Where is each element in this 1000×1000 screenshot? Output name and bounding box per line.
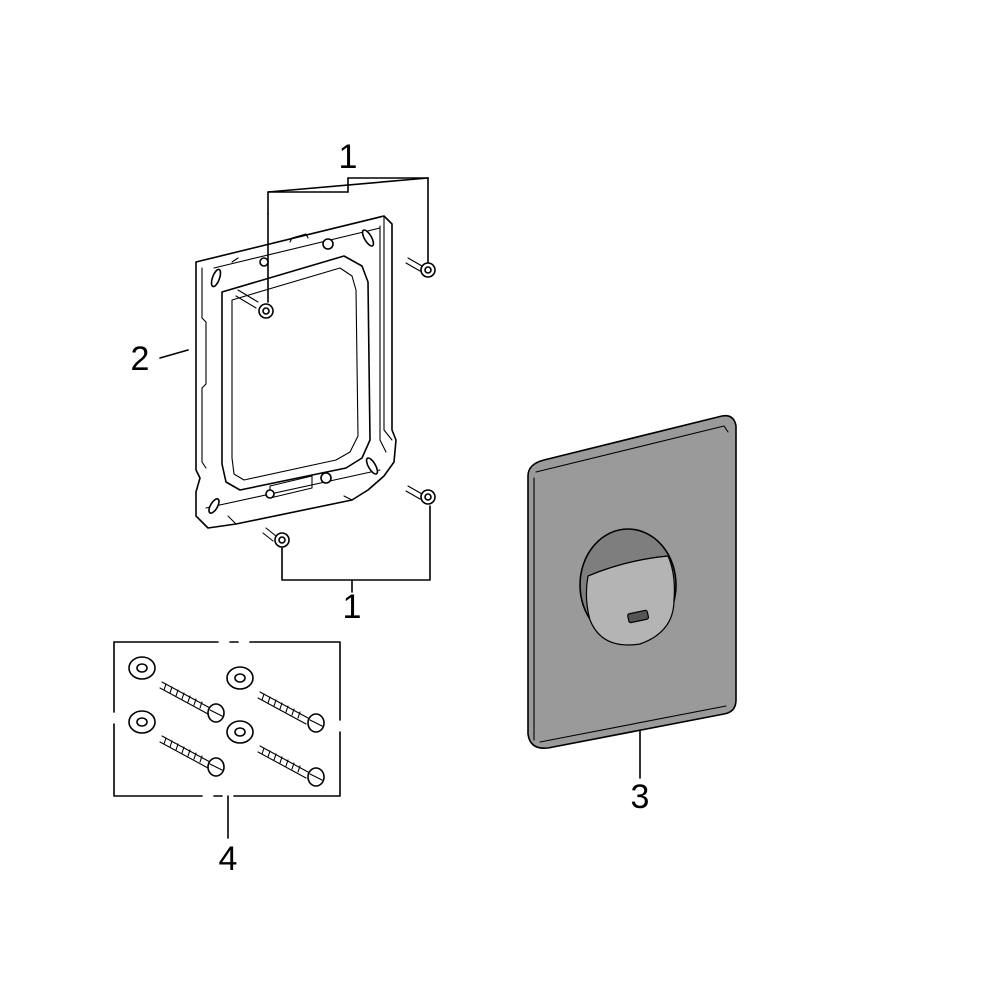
washer-1 (128, 656, 156, 680)
bolt-1 (159, 681, 225, 723)
screw-top-left (235, 289, 274, 319)
screw-top-right (405, 257, 436, 278)
washer-3 (128, 710, 156, 734)
washer-2 (226, 666, 254, 690)
bolt-3 (159, 735, 225, 777)
brand-logo-icon (627, 609, 650, 624)
callout-3: 3 (630, 778, 650, 816)
callout-2: 2 (130, 340, 150, 378)
screw-bottom-left (262, 527, 290, 548)
callout-4: 4 (218, 840, 238, 878)
callout-1-bottom: 1 (342, 588, 362, 626)
leader-part-1-bottom (281, 505, 431, 593)
leader-part-2 (159, 349, 189, 359)
leader-part-1-top (267, 177, 429, 303)
bolt-2 (257, 691, 325, 733)
mounting-frame (195, 215, 397, 529)
flush-plate (527, 414, 737, 750)
callout-1-top: 1 (338, 138, 358, 176)
bolt-kit-box (113, 641, 341, 797)
washer-4 (226, 720, 254, 744)
bolt-4 (257, 745, 325, 787)
screw-bottom-right (405, 485, 436, 505)
